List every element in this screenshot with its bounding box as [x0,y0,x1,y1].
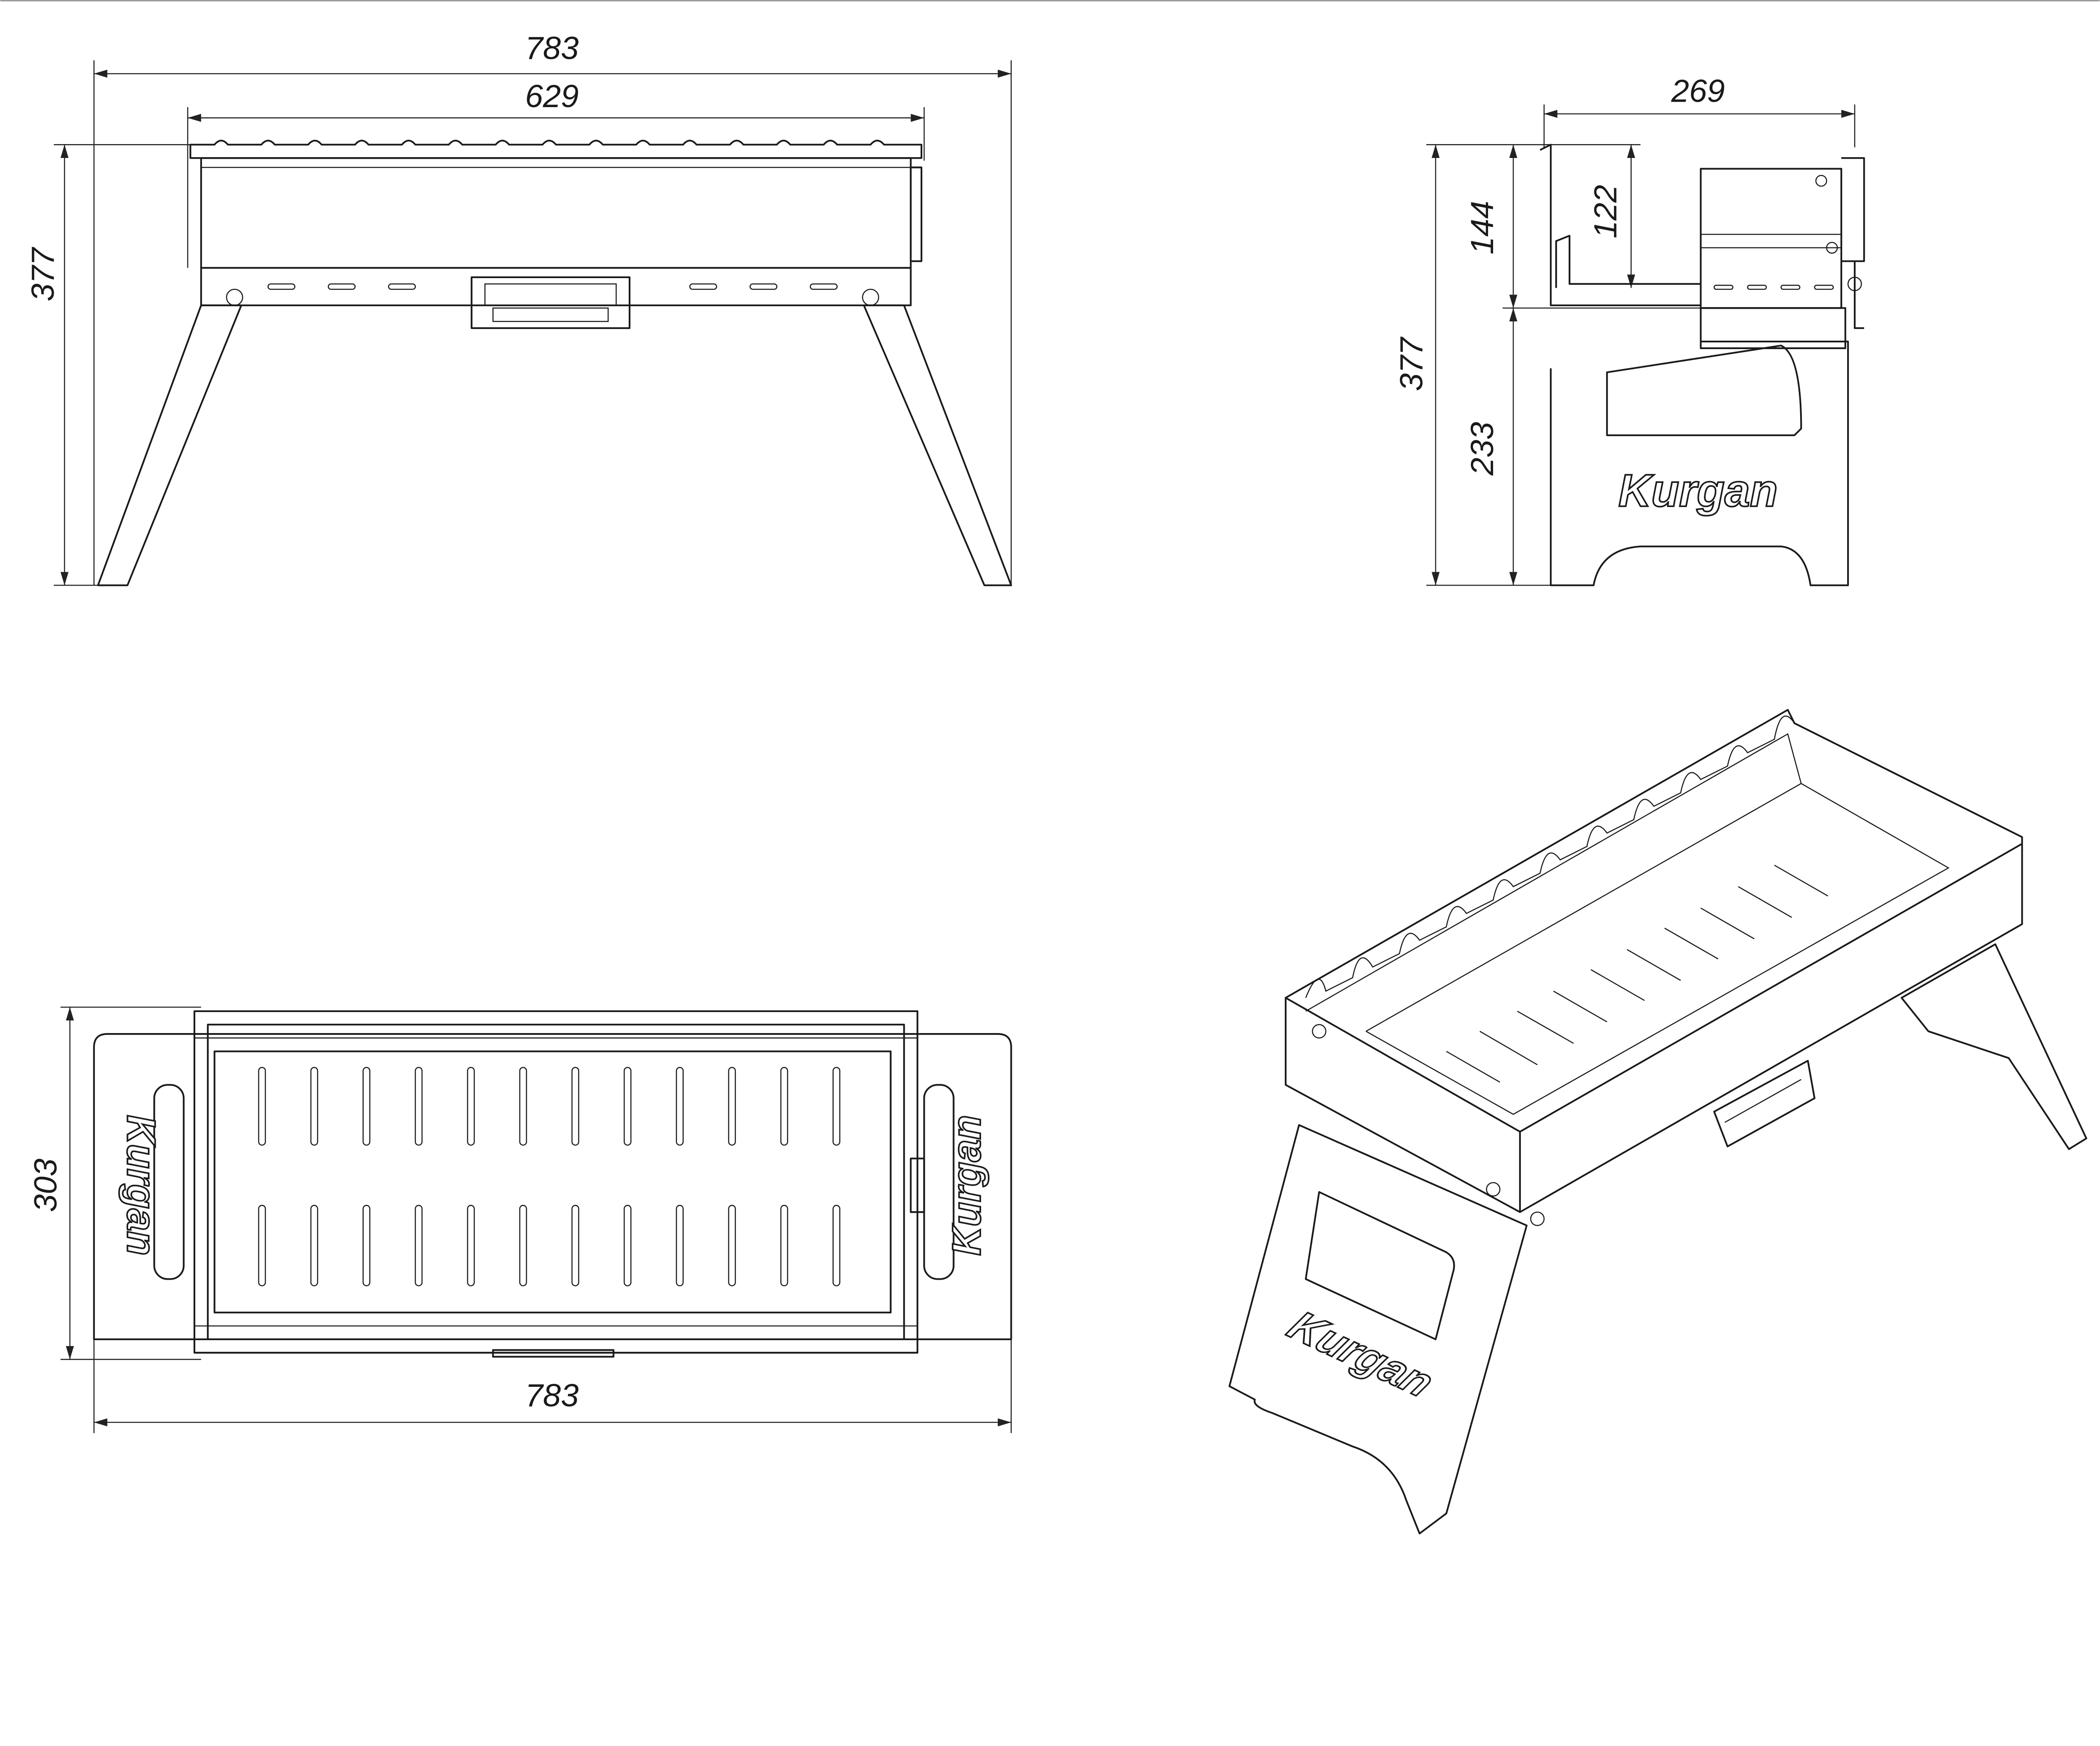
dimension-label: 783 [525,1378,579,1413]
leg-right [862,289,1012,586]
logo-text-left: Kurgan [118,1115,163,1256]
front-view: 783 629 377 [25,30,1012,586]
iso-handle [1713,1060,1816,1147]
dimension-label: 122 [1588,185,1624,239]
dimension-label: 629 [525,79,579,114]
dimension-overall-width-top: 783 [93,1339,1012,1433]
iso-tray-slots [1446,865,1828,1083]
handle [470,276,631,329]
dimension-overall-width: 783 [93,30,1012,586]
technical-drawing: 783 629 377 [0,0,2100,1535]
dimension-overall-height: 377 [25,144,201,586]
front-slots [267,283,838,290]
dimension-label: 377 [1394,337,1429,391]
tray-slots [258,1067,840,1286]
dimension-depth: 269 [1544,73,1856,147]
dimension-label: 144 [1465,201,1500,255]
logo-text: Kurgan [1618,465,1777,516]
dimension-label: 303 [28,1159,64,1212]
side-view: 269 377 144 122 233 [1394,73,1865,586]
dimension-leg-height: 233 [1465,308,1517,586]
dimension-label: 233 [1465,422,1500,476]
dimension-box-height: 144 [1465,145,1701,309]
dimension-label: 377 [25,247,61,301]
side-slots [1713,284,1834,290]
top-view: 303 783 Kurgan Kurgan [28,1007,1012,1433]
dimension-inner-height: 122 [1588,145,1635,288]
dimension-label: 269 [1671,73,1725,109]
dimension-depth-top: 303 [28,1007,201,1360]
logo-text-right: Kurgan [944,1115,989,1256]
iso-leg-back [1900,943,2087,1150]
leg-left [97,289,243,586]
dimension-overall-height-side: 377 [1394,144,1641,586]
dimension-grill-width: 629 [187,79,925,268]
dimension-label: 783 [525,30,579,66]
